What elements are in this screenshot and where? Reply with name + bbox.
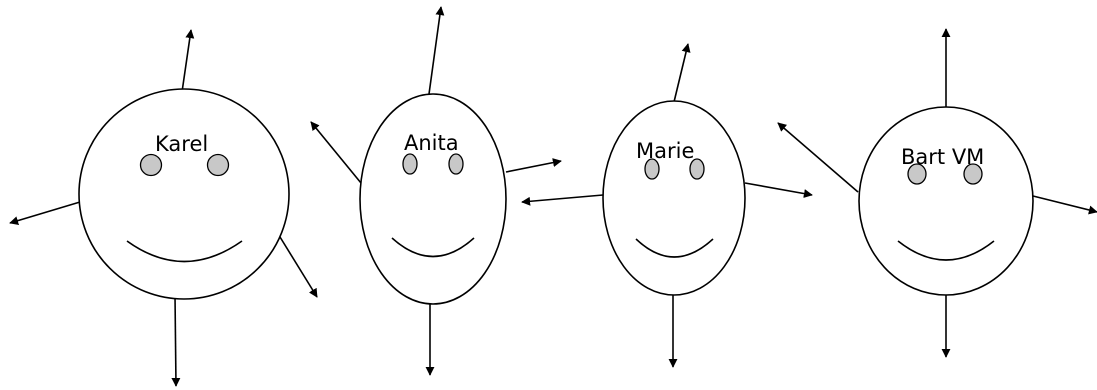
- face-marie-label: Marie: [636, 139, 694, 163]
- face-anita-right-eye: [448, 153, 464, 175]
- face-anita-head: [359, 93, 507, 305]
- arrow-anita-up: [428, 6, 445, 95]
- face-karel-right-eye: [206, 153, 230, 177]
- face-karel-left-eye: [139, 153, 163, 177]
- face-bart-vm-label: Bart VM: [901, 145, 984, 169]
- arrow-karel-up: [181, 29, 195, 93]
- face-bart-vm-mouth: [897, 240, 995, 261]
- arrow-karel-left: [9, 201, 81, 225]
- face-marie-right-eye: [689, 158, 705, 180]
- arrow-anita-up-left: [310, 121, 362, 184]
- face-karel-label: Karel: [155, 132, 208, 156]
- face-karel-head: [78, 88, 290, 300]
- face-marie-mouth: [635, 238, 714, 258]
- face-bart-vm-right-eye: [963, 163, 983, 185]
- face-anita: Anita: [310, 6, 562, 376]
- arrow-karel-down-right: [279, 236, 318, 298]
- face-bart-vm: Bart VM: [777, 28, 1097, 358]
- face-karel-mouth: [126, 240, 243, 263]
- face-marie-left-eye: [644, 158, 660, 180]
- arrow-marie-left: [521, 194, 604, 206]
- face-marie-head: [602, 100, 746, 296]
- face-bart-vm-left-eye: [907, 163, 927, 185]
- arrow-anita-right: [505, 158, 562, 173]
- arrow-bart-up-left: [777, 122, 859, 193]
- arrow-marie-up: [673, 43, 691, 103]
- face-anita-mouth: [391, 237, 475, 258]
- arrow-bart-right: [1032, 195, 1097, 215]
- face-anita-left-eye: [402, 153, 418, 175]
- face-karel: Karel: [9, 29, 318, 387]
- arrow-marie-right: [744, 182, 813, 199]
- face-marie: Marie: [521, 43, 813, 368]
- arrow-karel-down: [171, 294, 181, 387]
- face-anita-label: Anita: [404, 131, 459, 155]
- face-bart-vm-head: [858, 106, 1034, 296]
